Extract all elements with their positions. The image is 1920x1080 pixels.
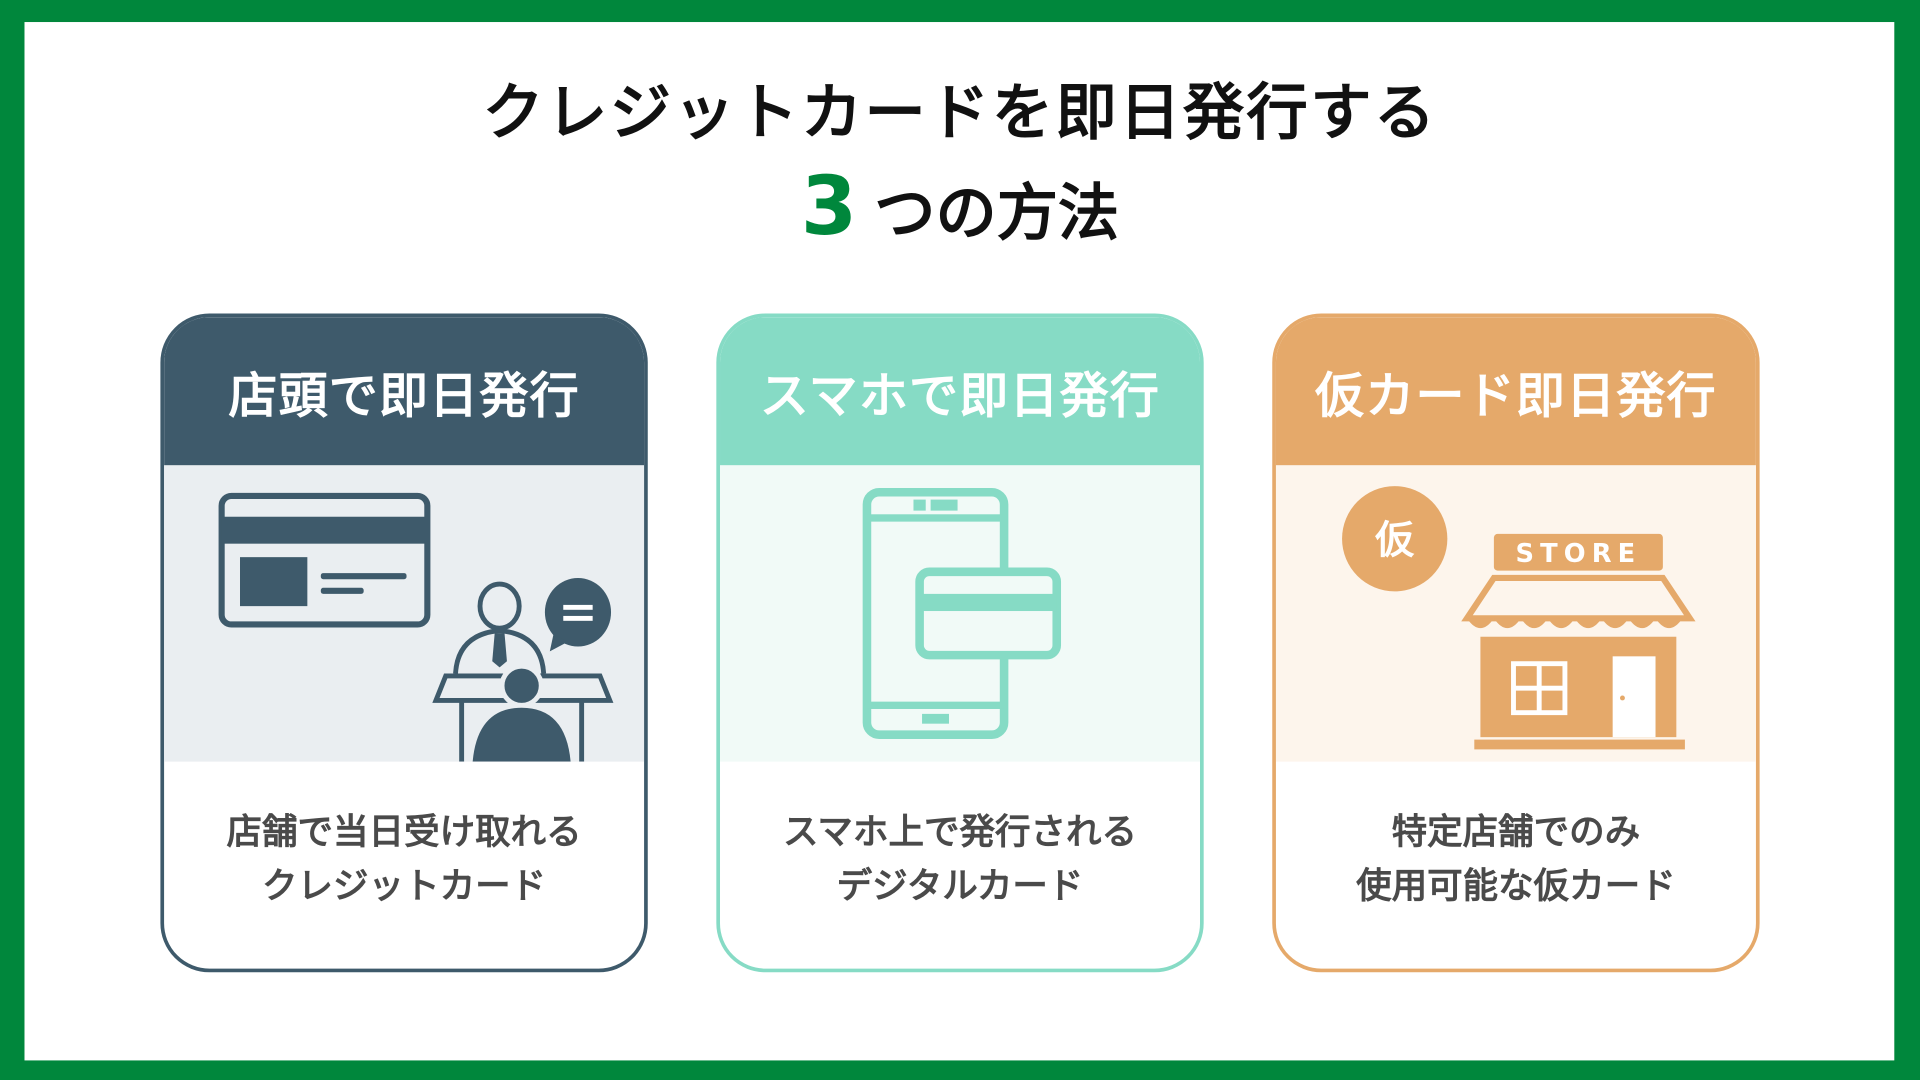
card-heading: 店頭で即日発行	[164, 317, 645, 466]
card-temporary-issue: 仮カード即日発行 仮 STORE 特定店舗でのみ使用可能な仮カード	[1272, 313, 1760, 973]
card-and-counter-icon	[164, 465, 645, 762]
title-suffix: つの方法	[874, 177, 1120, 249]
card-description: スマホ上で発行されるデジタルカード	[720, 804, 1200, 912]
store-icon: 仮 STORE	[1275, 465, 1756, 762]
card-heading: スマホで即日発行	[720, 317, 1201, 466]
temporary-badge: 仮	[1374, 518, 1415, 563]
desc-line1: 特定店舗でのみ	[1391, 810, 1641, 853]
card-description: 店舗で当日受け取れるクレジットカード	[164, 804, 644, 912]
desc-line1: スマホ上で発行される	[782, 810, 1138, 853]
card-description: 特定店舗でのみ使用可能な仮カード	[1276, 804, 1756, 912]
title-number: 3	[800, 159, 858, 254]
card-smartphone-issue: スマホで即日発行 スマホ上で発行されるデジタルカード	[716, 313, 1204, 973]
desc-line2: クレジットカード	[262, 864, 547, 907]
desc-line2: 使用可能な仮カード	[1356, 864, 1676, 907]
smartphone-card-icon	[720, 465, 1201, 762]
desc-line2: デジタルカード	[836, 864, 1084, 907]
card-heading: 仮カード即日発行	[1275, 317, 1756, 466]
desc-line1: 店舗で当日受け取れる	[226, 810, 582, 853]
card-store-issue: 店頭で即日発行 店舗で当日受け取れるクレジットカード	[160, 313, 648, 973]
title-line1: クレジットカードを即日発行する	[482, 77, 1438, 149]
store-sign: STORE	[1515, 539, 1641, 569]
